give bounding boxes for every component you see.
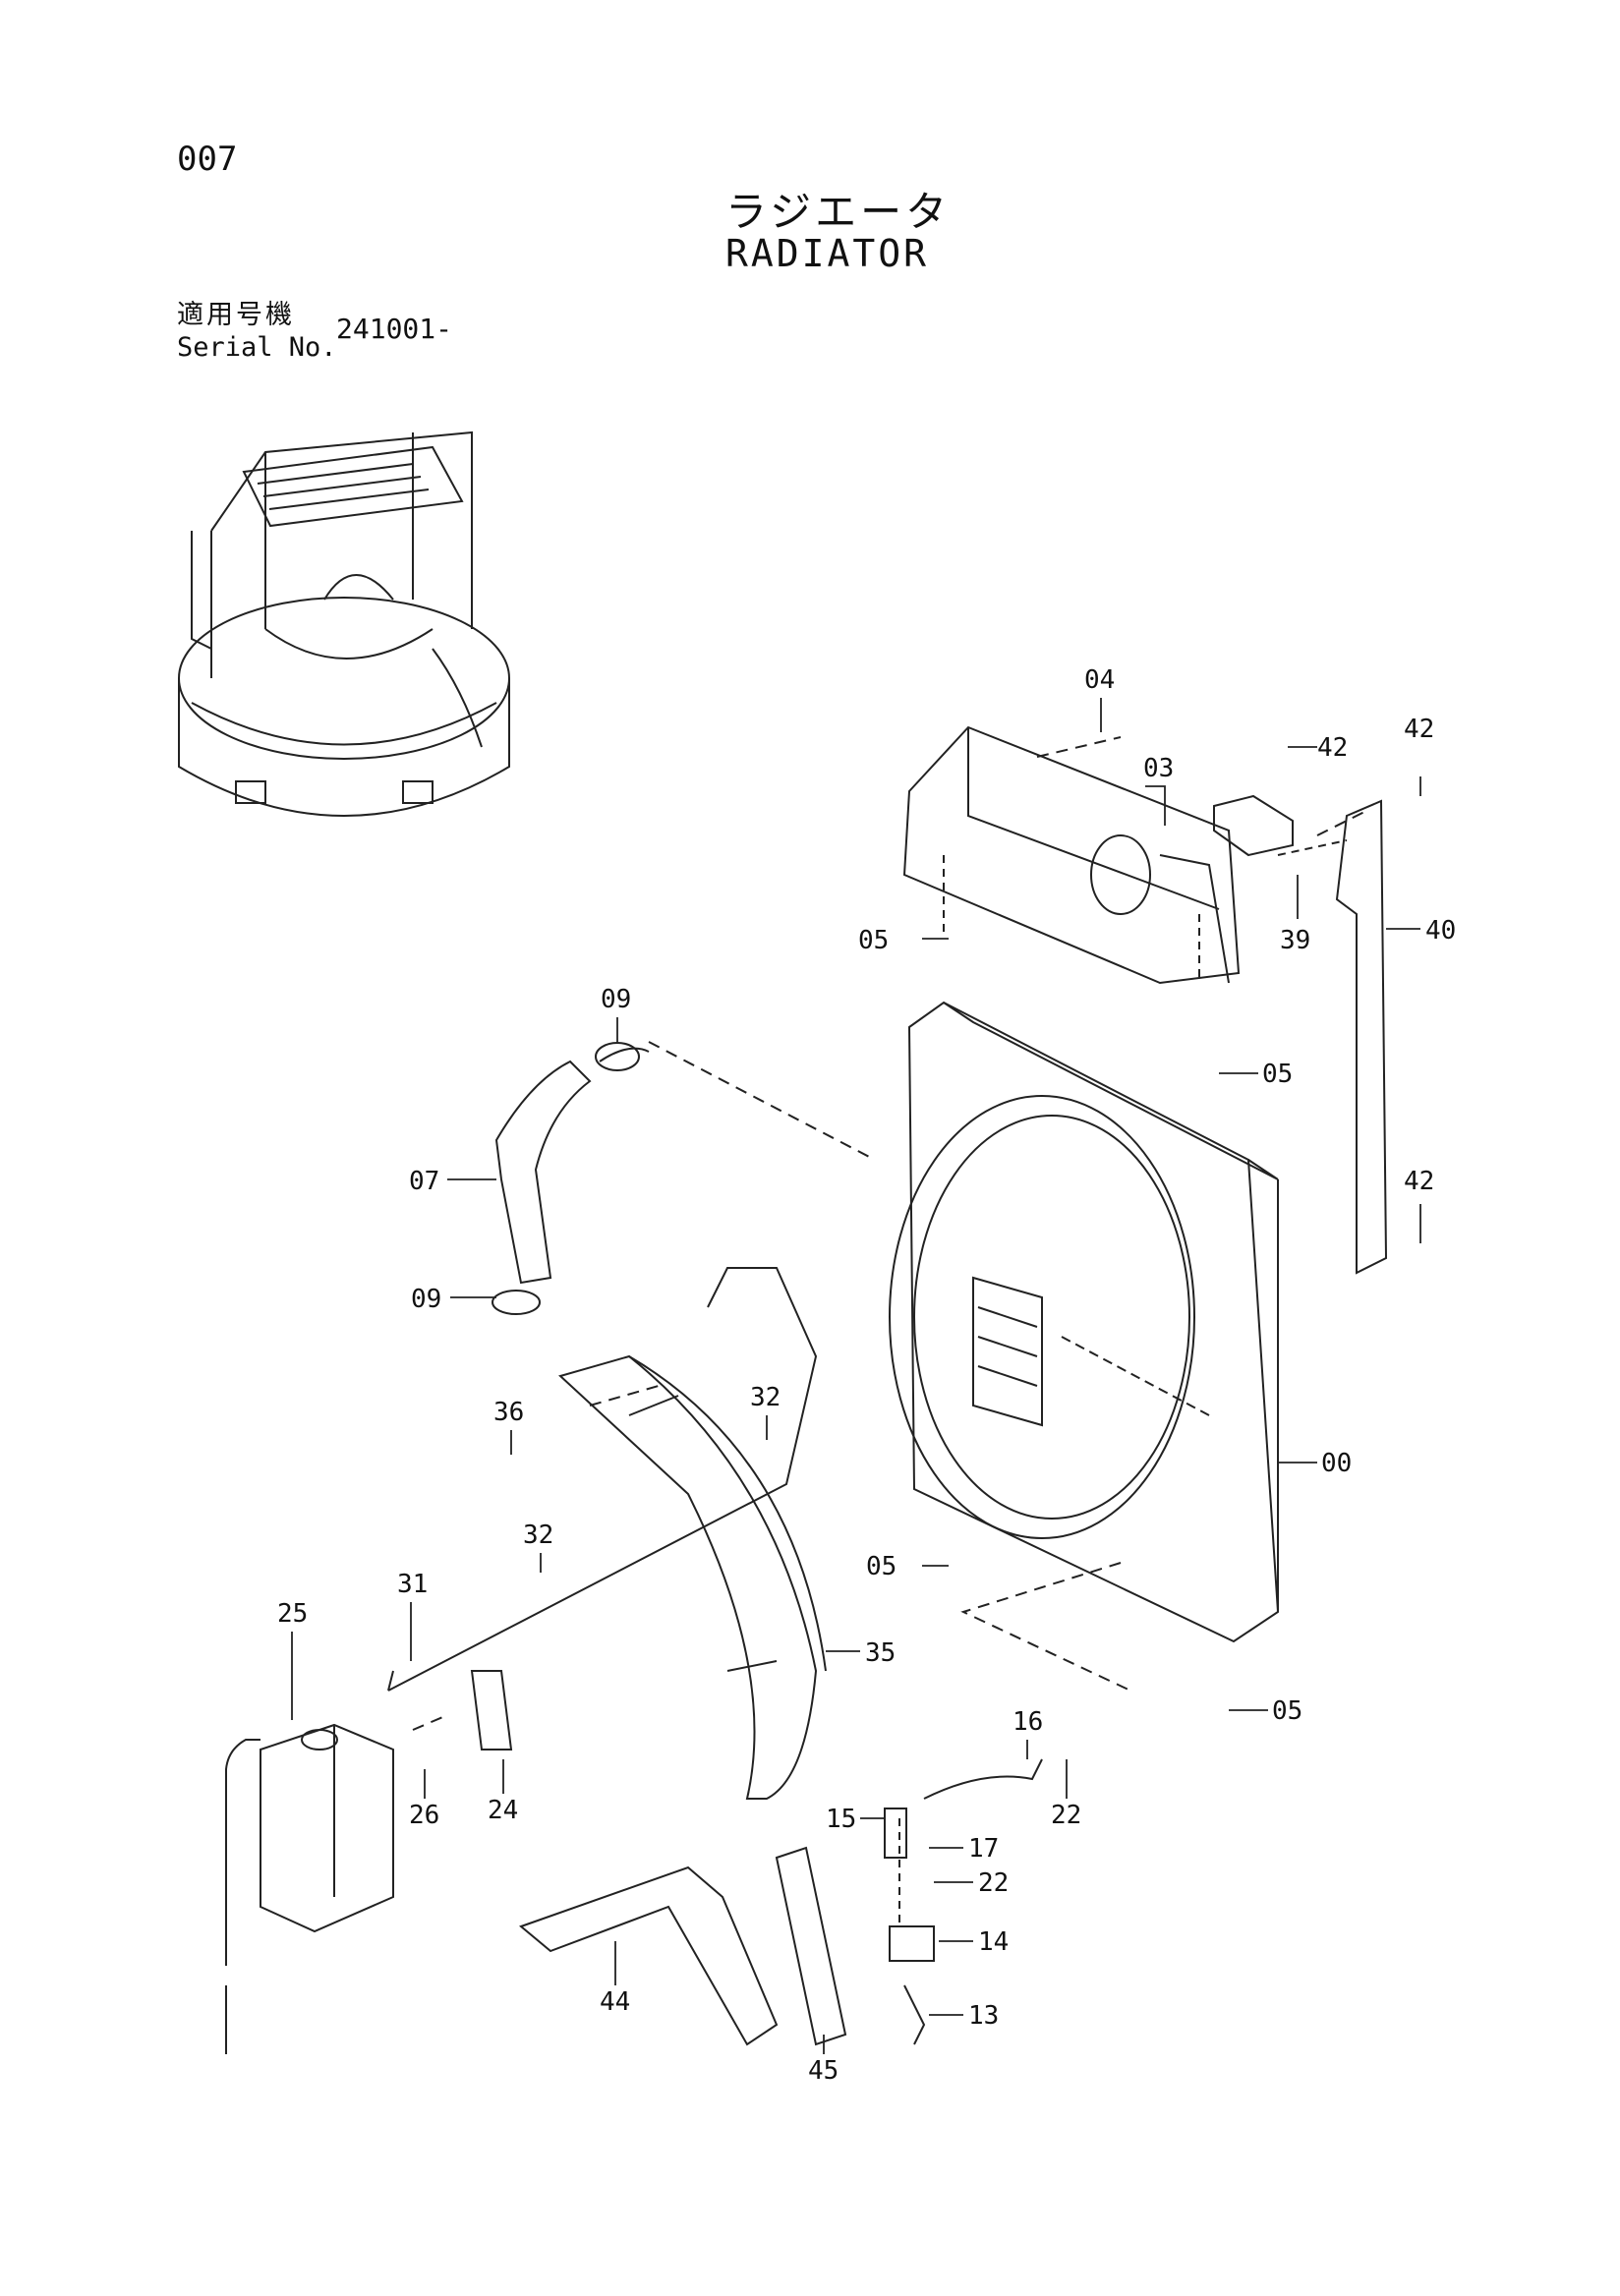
callout-24: 24 [488,1796,518,1825]
callout-17: 17 [968,1834,999,1864]
page-number: 007 [177,140,238,179]
callout-14: 14 [978,1927,1009,1957]
callout-03: 03 [1143,754,1174,783]
callout-39: 39 [1280,926,1310,955]
hose-sketch [492,1042,650,1315]
assembly-lines [412,736,1367,1731]
callout-00: 00 [1321,1449,1352,1478]
callout-04: 04 [1084,665,1115,695]
callout-13: 13 [968,2001,999,2031]
callout-05: 05 [866,1552,897,1581]
callout-40: 40 [1425,916,1456,946]
fan-shroud-sketch [902,725,1241,985]
callout-42: 42 [1404,1167,1434,1196]
title-japanese: ラジエータ [725,188,952,236]
machine-overview-sketch [178,430,510,817]
callout-09: 09 [601,985,631,1014]
title-english: RADIATOR [725,232,930,275]
callout-05: 05 [1262,1060,1293,1089]
callout-42: 42 [1404,715,1434,744]
callout-leaders [291,698,1421,2054]
serial-label-japanese: 適用号機 [177,300,295,330]
serial-label-english: Serial No. [177,332,337,363]
serial-value: 241001- [336,313,453,345]
bracket-sketch [1213,794,1388,1275]
callout-25: 25 [277,1599,308,1629]
callout-22: 22 [978,1868,1009,1898]
callout-22: 22 [1051,1801,1081,1830]
callout-42: 42 [1317,733,1348,763]
callout-32: 32 [523,1521,553,1550]
callout-09: 09 [411,1285,441,1314]
callout-36: 36 [493,1398,524,1427]
callout-05: 05 [858,926,889,955]
drain-parts-sketch [884,1758,1043,2045]
callout-07: 07 [409,1167,439,1196]
bracket-24-sketch [470,1670,513,1751]
fan-guard-sketch [558,1354,827,1800]
callout-45: 45 [808,2056,839,2086]
callout-15: 15 [826,1805,856,1834]
callout-35: 35 [865,1638,896,1668]
overflow-tube-sketch [387,1267,818,1692]
callout-44: 44 [600,1987,630,2017]
callout-26: 26 [409,1801,439,1830]
bracket-44-sketch [519,1846,847,2046]
callout-31: 31 [397,1570,428,1599]
callout-16: 16 [1012,1707,1043,1737]
callout-05: 05 [1272,1696,1302,1726]
reserve-tank-sketch [225,1723,394,2054]
radiator-core-sketch [889,1001,1280,1643]
callout-32: 32 [750,1383,781,1412]
